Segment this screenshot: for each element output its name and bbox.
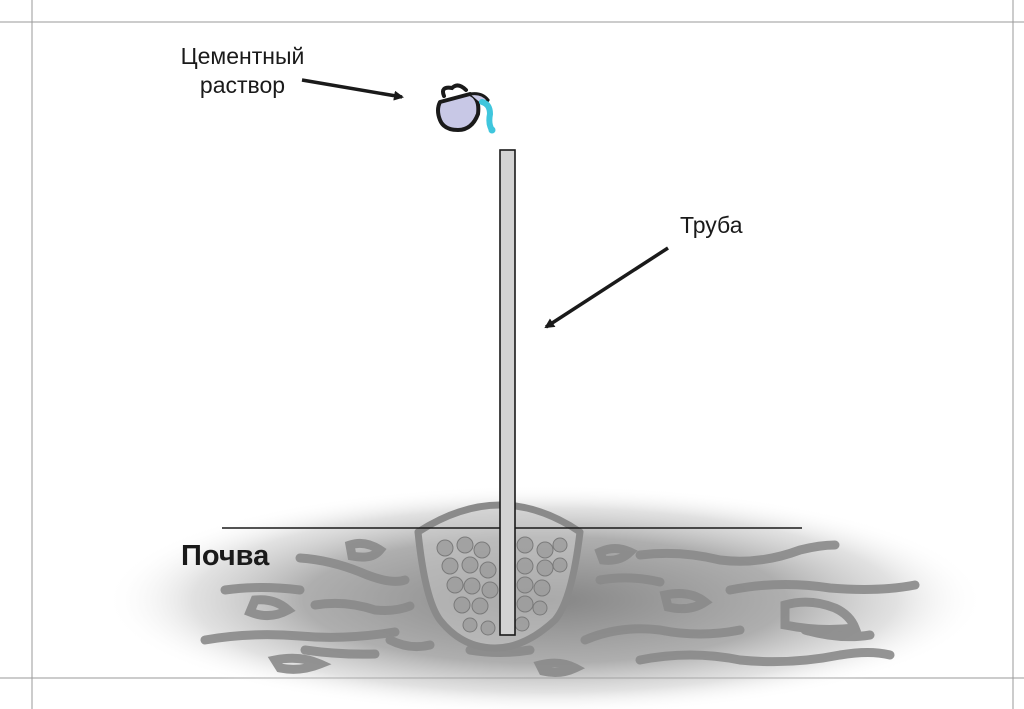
cement-bulb (414, 501, 584, 652)
pipe (499, 149, 516, 636)
cement-label-line2: раствор (199, 72, 286, 98)
pipe-label: Труба (680, 212, 743, 238)
gravel (436, 536, 568, 636)
cement-label-line1: Цементный (180, 43, 305, 69)
pipe-arrow (544, 246, 669, 329)
soil-label: Почва (181, 540, 270, 572)
soil-texture (200, 538, 920, 677)
pouring-pitcher-icon (436, 83, 496, 134)
cement-arrow (301, 78, 404, 101)
cement-label: Цементный раствор (140, 42, 345, 100)
